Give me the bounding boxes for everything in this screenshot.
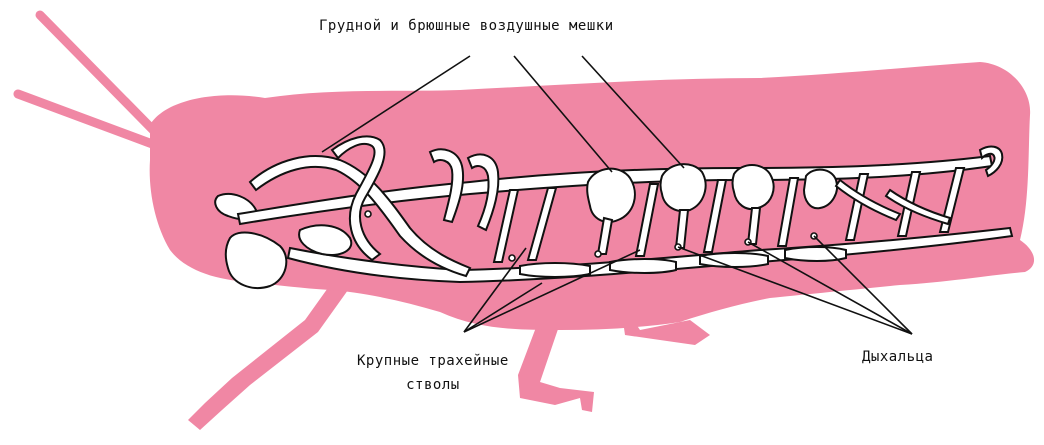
ventral-chamber-2 bbox=[610, 259, 676, 273]
abdominal-air-sac-1 bbox=[587, 169, 635, 222]
label-air-sacs: Грудной и брюшные воздушные мешки bbox=[319, 18, 614, 34]
spiracle-1 bbox=[365, 211, 371, 217]
spiracle-2 bbox=[509, 255, 515, 261]
label-tracheal-trunks-line2: стволы bbox=[357, 373, 509, 397]
antenna-upper bbox=[40, 15, 158, 135]
antenna-lower bbox=[18, 94, 155, 145]
label-spiracles: Дыхальца bbox=[862, 349, 933, 365]
hind-leg-front bbox=[188, 285, 348, 430]
abdominal-air-sac-2 bbox=[661, 164, 706, 211]
grasshopper-body bbox=[18, 15, 1034, 430]
spiracle-3 bbox=[595, 251, 601, 257]
label-tracheal-trunks-line1: Крупные трахейные bbox=[357, 349, 509, 373]
ventral-chamber-1 bbox=[520, 263, 590, 277]
ventral-chamber-3 bbox=[700, 253, 768, 267]
abdominal-air-sac-3 bbox=[733, 165, 774, 209]
label-tracheal-trunks: Крупные трахейные стволы bbox=[357, 349, 509, 397]
